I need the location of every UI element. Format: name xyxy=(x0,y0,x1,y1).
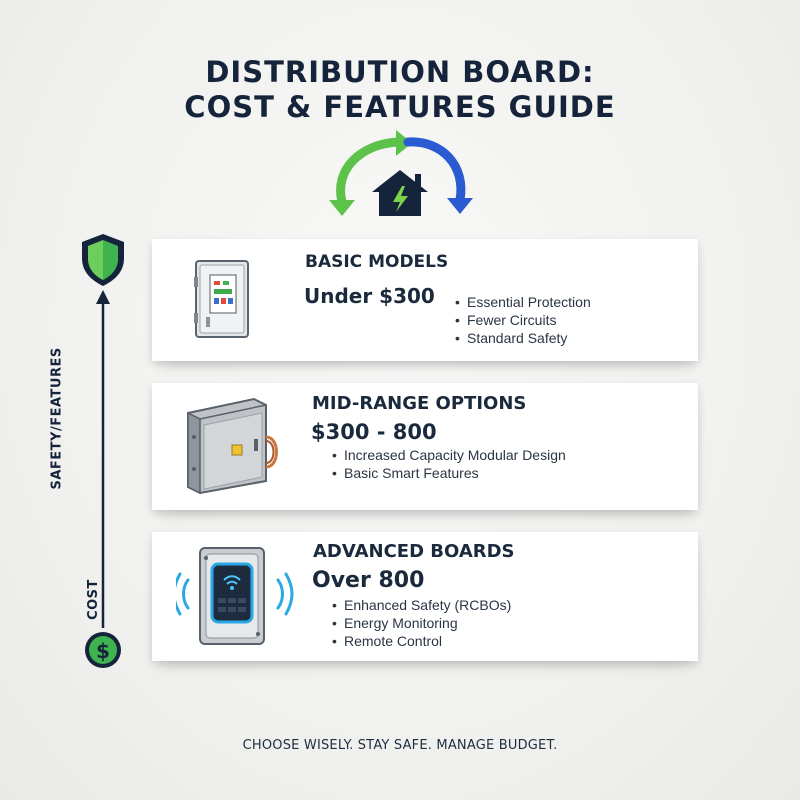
smart-board-wireless-icon xyxy=(176,547,294,645)
shield-icon xyxy=(82,234,124,286)
dollar-coin-icon: $ xyxy=(85,632,121,668)
list-item: Remote Control xyxy=(332,632,511,650)
tier-feature-list: Enhanced Safety (RCBOs) Energy Monitorin… xyxy=(332,596,511,650)
tier-card-mid-range: MID-RANGE OPTIONS $300 - 800 Increased C… xyxy=(152,383,698,510)
tier-price: Over 800 xyxy=(312,568,425,593)
list-item: Standard Safety xyxy=(455,329,591,347)
axis-label-safety-features: SAFETY/FEATURES xyxy=(49,347,65,490)
page-title-line-1: DISTRIBUTION BOARD: xyxy=(205,55,595,89)
list-item: Fewer Circuits xyxy=(455,311,591,329)
axis-label-cost: COST xyxy=(85,579,101,620)
home-energy-cycle-icon xyxy=(329,130,473,216)
tier-title: MID-RANGE OPTIONS xyxy=(312,393,527,414)
page-title-line-2: COST & FEATURES GUIDE xyxy=(184,90,616,124)
basic-distribution-board-icon xyxy=(194,260,249,338)
list-item: Energy Monitoring xyxy=(332,614,511,632)
list-item: Basic Smart Features xyxy=(332,464,566,482)
list-item: Increased Capacity Modular Design xyxy=(332,446,566,464)
cost-safety-axis: $ xyxy=(82,234,124,668)
list-item: Essential Protection xyxy=(455,293,591,311)
metal-enclosure-board-icon xyxy=(187,397,278,495)
tier-price: $300 - 800 xyxy=(311,420,437,444)
tier-feature-list: Increased Capacity Modular Design Basic … xyxy=(332,446,566,482)
tier-price: Under $300 xyxy=(304,284,435,308)
tier-title: ADVANCED BOARDS xyxy=(313,541,515,562)
tier-feature-list: Essential Protection Fewer Circuits Stan… xyxy=(455,293,591,347)
list-item: Enhanced Safety (RCBOs) xyxy=(332,596,511,614)
tier-card-advanced: ADVANCED BOARDS Over 800 Enhanced Safety… xyxy=(152,532,698,661)
tier-card-basic: BASIC MODELS Under $300 Essential Protec… xyxy=(152,239,698,361)
footer-tagline: CHOOSE WISELY. STAY SAFE. MANAGE BUDGET. xyxy=(242,738,558,753)
tier-title: BASIC MODELS xyxy=(305,252,449,272)
svg-text:$: $ xyxy=(96,639,110,663)
